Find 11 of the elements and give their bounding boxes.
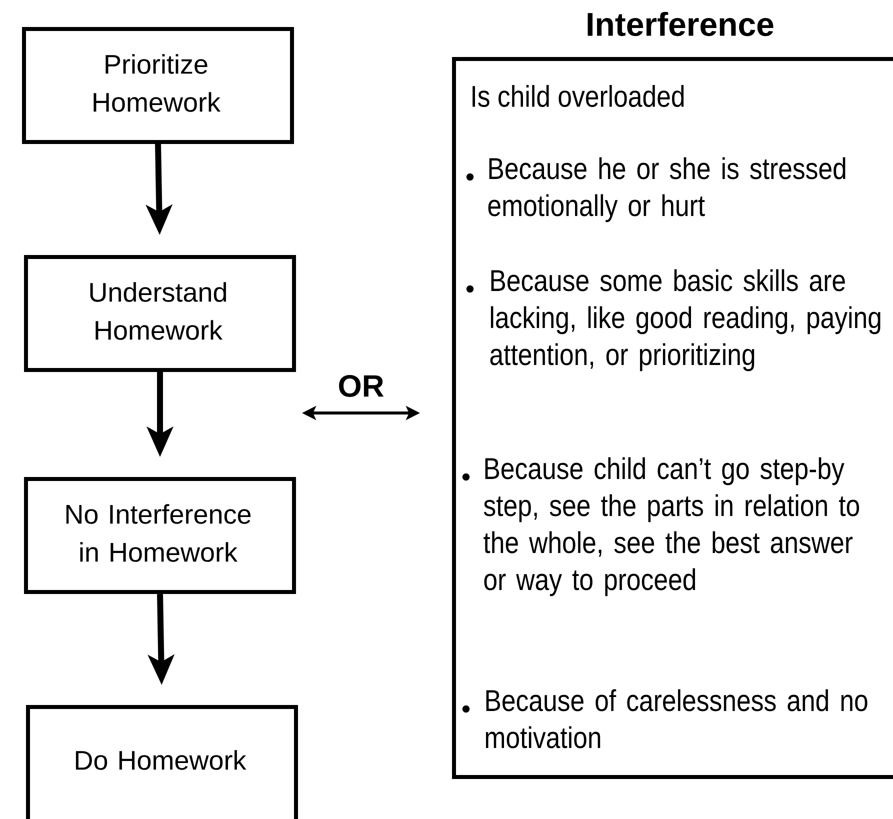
process-box: Understand Homework bbox=[24, 255, 296, 372]
box-text: Is child overloaded bbox=[472, 84, 684, 108]
process-box: No Interference in Homework bbox=[24, 477, 296, 594]
process-box: Do Homework bbox=[26, 705, 298, 819]
bullet-item: Because child can’t go step-by step, see the parts in relation to the whole, see the best answer or way to proceed bbox=[462, 457, 860, 596]
heading: Interference bbox=[588, 12, 774, 36]
process-box: Prioritize Homework bbox=[22, 27, 294, 144]
bullet-item: Because he or she is stressed emotionally or hurt bbox=[466, 157, 846, 222]
bullet-item: Because of carelessness and no motivation bbox=[462, 689, 868, 748]
edge-label: OR bbox=[339, 375, 384, 397]
bullet-item: Because some basic skills are lacking, like good reading, paying attention, or prioritizing bbox=[466, 269, 880, 372]
